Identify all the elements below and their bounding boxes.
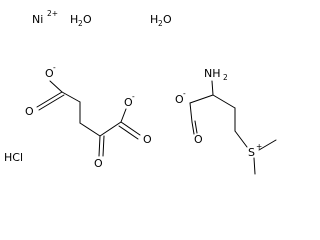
double-bond (194, 120, 198, 134)
chemical-structure-diagram: Ni 2+ H 2 O H 2 O HCl O - O O - O O (4, 9, 277, 175)
carboxylate-oxygen: O (124, 96, 133, 109)
double-bond (38, 94, 65, 111)
nickel-charge: 2+ (47, 9, 58, 18)
water-oxygen: O (163, 13, 172, 26)
carboxylate-oxygen: O (175, 93, 184, 106)
carboxylate-charge: - (132, 92, 135, 101)
sulfonium-sulfur: S (248, 146, 255, 159)
bond (49, 80, 63, 93)
bond (253, 157, 256, 175)
bond (189, 102, 193, 123)
double-bond (118, 125, 139, 140)
ketone-oxygen: O (94, 157, 103, 170)
water-subscript: 2 (78, 19, 83, 28)
water-molecule: H 2 O (70, 13, 92, 28)
bond (120, 108, 127, 123)
carboxylate-oxygen: O (45, 67, 54, 80)
bond (99, 121, 122, 137)
water-hydrogen: H (70, 13, 78, 26)
carboxylate-charge: - (183, 89, 186, 98)
bond (258, 139, 277, 151)
carbonyl-oxygen: O (25, 105, 34, 118)
double-bond (98, 135, 101, 157)
sulfonium-charge: + (256, 142, 262, 151)
carboxylate-charge: - (53, 63, 56, 72)
bond (189, 94, 214, 104)
double-bond (191, 121, 195, 135)
bond (79, 122, 101, 137)
double-bond (102, 135, 105, 157)
hcl-label: HCl (4, 151, 23, 164)
methylmethionine-molecule: NH 2 O - O S + (175, 67, 277, 175)
nickel-symbol: Ni (32, 13, 43, 26)
bond (211, 80, 214, 96)
bond (212, 94, 236, 109)
ketoglutarate-molecule: O - O O - O O (25, 63, 152, 170)
water-molecule: H 2 O (150, 13, 172, 28)
water-hydrogen: H (150, 13, 158, 26)
double-bond (36, 91, 63, 108)
water-oxygen: O (83, 13, 92, 26)
carbonyl-oxygen: O (143, 133, 152, 146)
water-subscript: 2 (158, 19, 163, 28)
double-bond (120, 121, 141, 136)
bond (234, 130, 248, 148)
amine-group: NH (204, 67, 221, 80)
bond (61, 91, 81, 103)
nickel-ion: Ni 2+ (32, 9, 58, 26)
carbonyl-oxygen: O (194, 133, 203, 146)
amine-subscript: 2 (223, 73, 228, 82)
